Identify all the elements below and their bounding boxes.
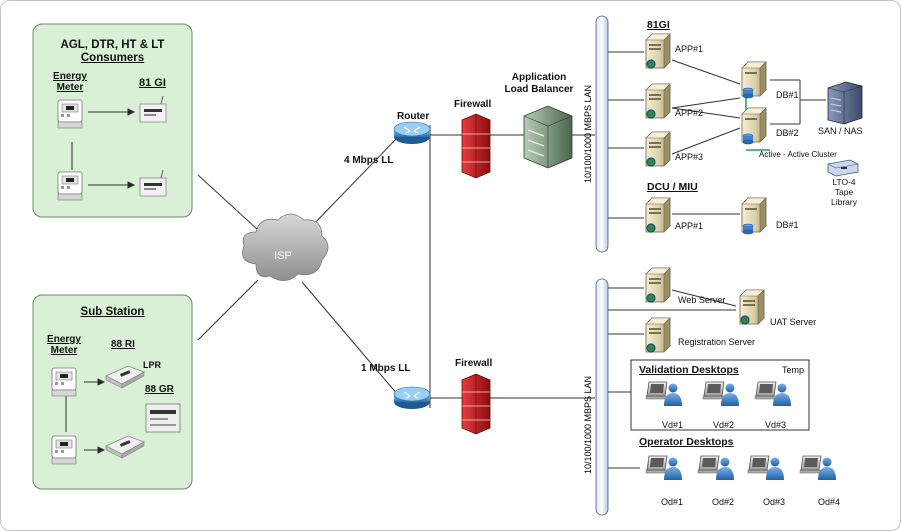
consumers-title: AGL, DTR, HT & LT Consumers	[60, 39, 165, 64]
lan-links-top	[608, 51, 826, 219]
tape-library-icon	[827, 159, 859, 177]
router-icon	[393, 121, 431, 144]
app-server-icon	[645, 131, 671, 167]
web-server-label: Web Server	[678, 295, 726, 305]
app-server-icon	[645, 33, 671, 69]
dcu-app1-label: APP#1	[675, 221, 704, 231]
db-server-icon	[741, 197, 767, 235]
validation-desktop-label: Vd#2	[713, 420, 735, 430]
validation-temp-label: Temp	[782, 365, 805, 375]
firewall-bottom-label: Firewall	[455, 358, 493, 369]
load-balancer-icon	[523, 105, 573, 169]
operator-desktop-label: Od#2	[712, 497, 735, 507]
validation-desktop-label: Vd#1	[662, 420, 684, 430]
gi-app1-label: APP#1	[675, 44, 704, 54]
substation-gr-label: 88 GR	[145, 384, 174, 395]
link-bottom-label: 1 Mbps LL	[361, 363, 411, 374]
link-top-label: 4 Mbps LL	[344, 155, 394, 166]
db-server-icon	[741, 61, 767, 99]
consumers-modem-label: 81 GI	[139, 77, 166, 89]
substation-title: Sub Station	[80, 306, 145, 318]
tape-library-label: LTO-4 Tape Library	[831, 177, 857, 207]
uat-server-label: UAT Server	[770, 317, 817, 327]
router-icon	[393, 386, 431, 409]
dcu-db1-label: DB#1	[776, 220, 799, 230]
substation-meter-label: Energy Meter	[47, 334, 81, 356]
dcu-section-title: DCU / MIU	[647, 181, 698, 193]
gi-app2-label: APP#2	[675, 108, 704, 118]
gi-db2-label: DB#2	[776, 128, 799, 138]
substation-lpr-label: LPR	[143, 360, 161, 370]
firewall-icon	[461, 113, 491, 179]
lan-top-label: 10/100/1000 MBPS LAN	[583, 85, 593, 183]
consumers-meter-label: Energy Meter	[53, 71, 87, 93]
cluster-label: Active - Active Cluster	[759, 150, 837, 159]
firewall-top-label: Firewall	[454, 99, 492, 110]
load-balancer-label: Application Load Balancer	[504, 72, 574, 95]
app-server-icon	[645, 83, 671, 119]
registration-server-label: Registration Server	[678, 337, 756, 347]
consumers-panel	[32, 23, 193, 218]
db-server-icon	[741, 107, 767, 145]
registration-server-icon	[645, 317, 671, 353]
uat-server-icon	[739, 289, 765, 325]
router-label: Router	[397, 111, 430, 122]
88-gr-device-icon	[145, 403, 181, 433]
isp-cloud-icon	[242, 213, 329, 281]
gi-app3-label: APP#3	[675, 152, 704, 162]
validation-desktop-label: Vd#3	[765, 420, 787, 430]
gi-section-title: 81GI	[647, 19, 670, 31]
gi-db1-label: DB#1	[776, 90, 799, 100]
validation-title: Validation Desktops	[639, 364, 739, 376]
energy-meter-icon	[57, 171, 83, 201]
operator-desktop-label: Od#3	[763, 497, 786, 507]
lan-backbone-top	[595, 15, 609, 253]
operator-desktop-label: Od#1	[661, 497, 684, 507]
firewall-icon	[461, 373, 491, 435]
energy-meter-icon	[51, 435, 77, 465]
wan-links	[197, 125, 595, 408]
san-label: SAN / NAS	[818, 126, 863, 136]
operator-title: Operator Desktops	[639, 436, 734, 448]
san-nas-icon	[827, 81, 863, 125]
energy-meter-icon	[51, 367, 77, 397]
isp-label: ISP	[274, 250, 292, 262]
web-server-icon	[645, 267, 671, 303]
lan-bottom-label: 10/100/1000 MBPS LAN	[583, 376, 593, 474]
substation-ri-label: 88 RI	[111, 339, 135, 350]
lan-backbone-bottom	[595, 278, 609, 516]
consumer-links	[65, 108, 136, 454]
energy-meter-icon	[57, 99, 83, 129]
lan-links-bottom	[608, 287, 737, 469]
operator-desktop-label: Od#4	[818, 497, 841, 507]
app-server-icon	[645, 197, 671, 233]
